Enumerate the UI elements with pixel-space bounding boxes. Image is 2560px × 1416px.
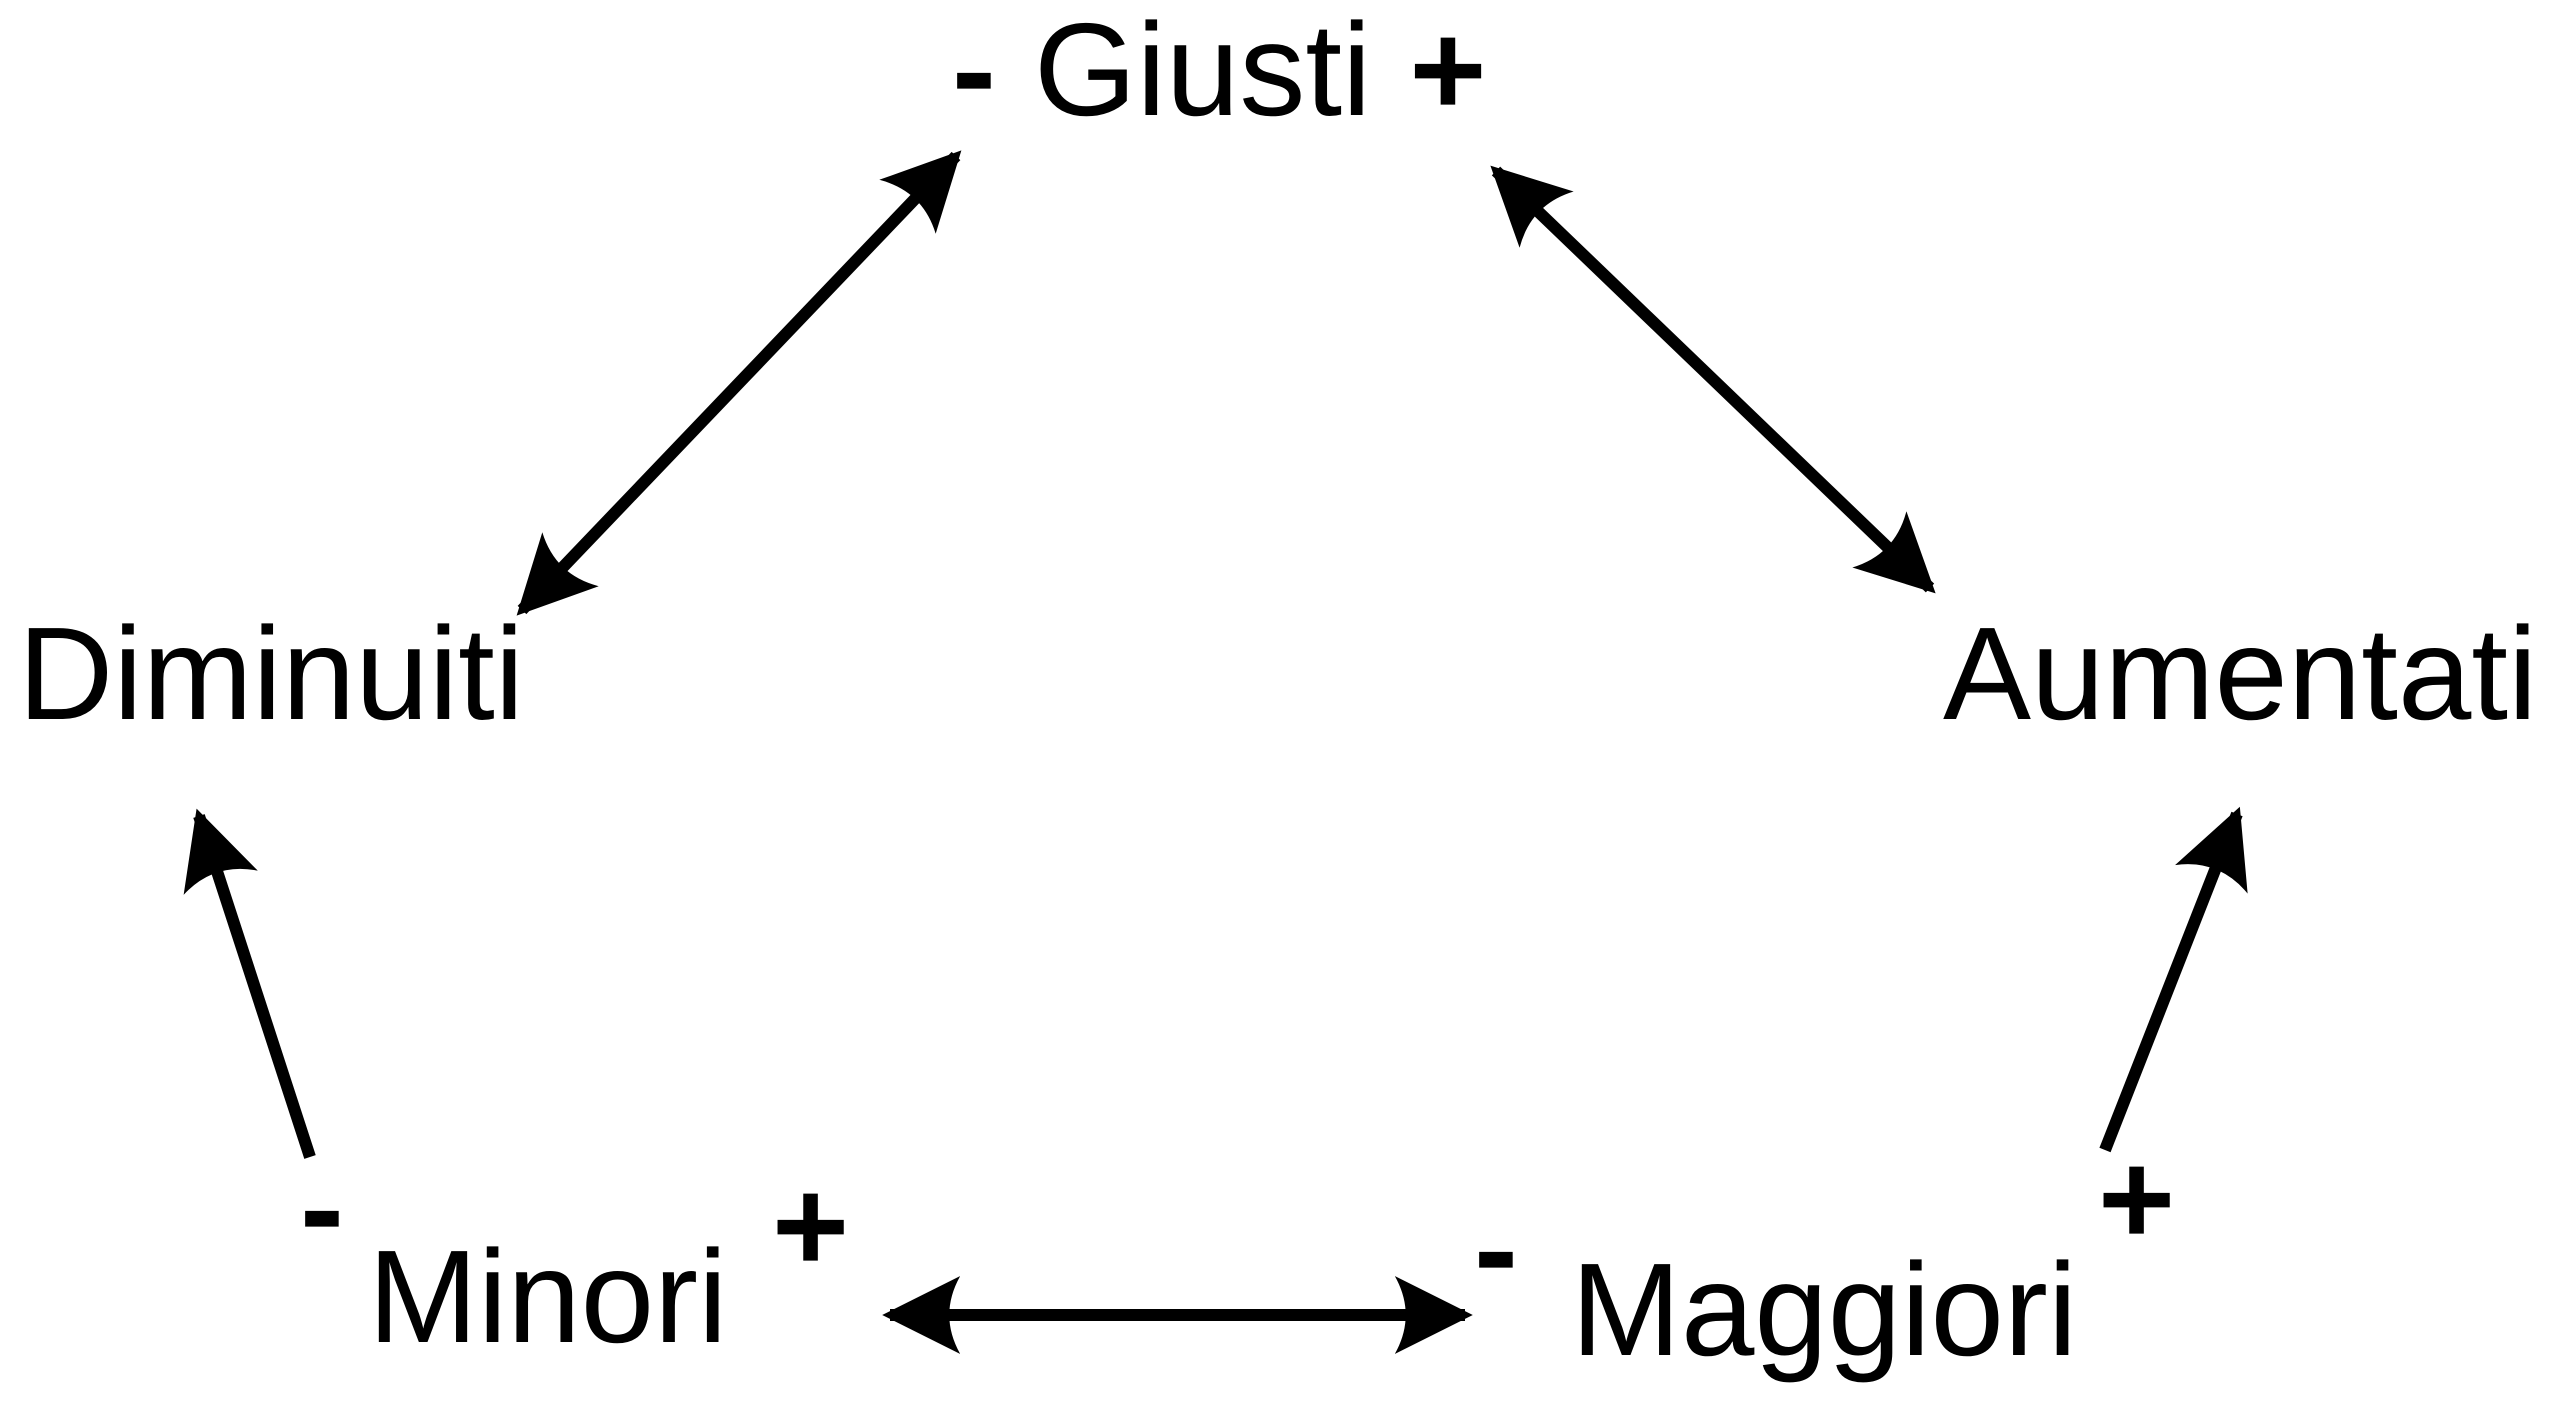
minori-plus-sign: + <box>772 1152 850 1299</box>
edge-minori-diminuiti <box>183 808 316 1159</box>
giusti-plus-sign: + <box>1409 0 1487 143</box>
maggiori-plus-sign: + <box>2098 1125 2176 1272</box>
maggiori-label: Maggiori <box>1571 1236 2078 1383</box>
giusti-minus-sign: - <box>952 0 996 143</box>
edge-maggiori-aumentati <box>2099 806 2248 1153</box>
edge-giusti-diminuiti <box>516 150 962 616</box>
maggiori-minus-sign: - <box>1474 1175 1518 1322</box>
aumentati-label: Aumentati <box>1943 600 2538 747</box>
node-giusti: - Giusti + <box>952 4 1486 136</box>
minori-label: Minori <box>368 1223 728 1370</box>
giusti-label: Giusti <box>1033 0 1372 143</box>
diminuiti-label: Diminuiti <box>18 600 525 747</box>
edge-giusti-aumentati <box>1490 165 1936 594</box>
minori-minus-sign: - <box>300 1134 344 1281</box>
